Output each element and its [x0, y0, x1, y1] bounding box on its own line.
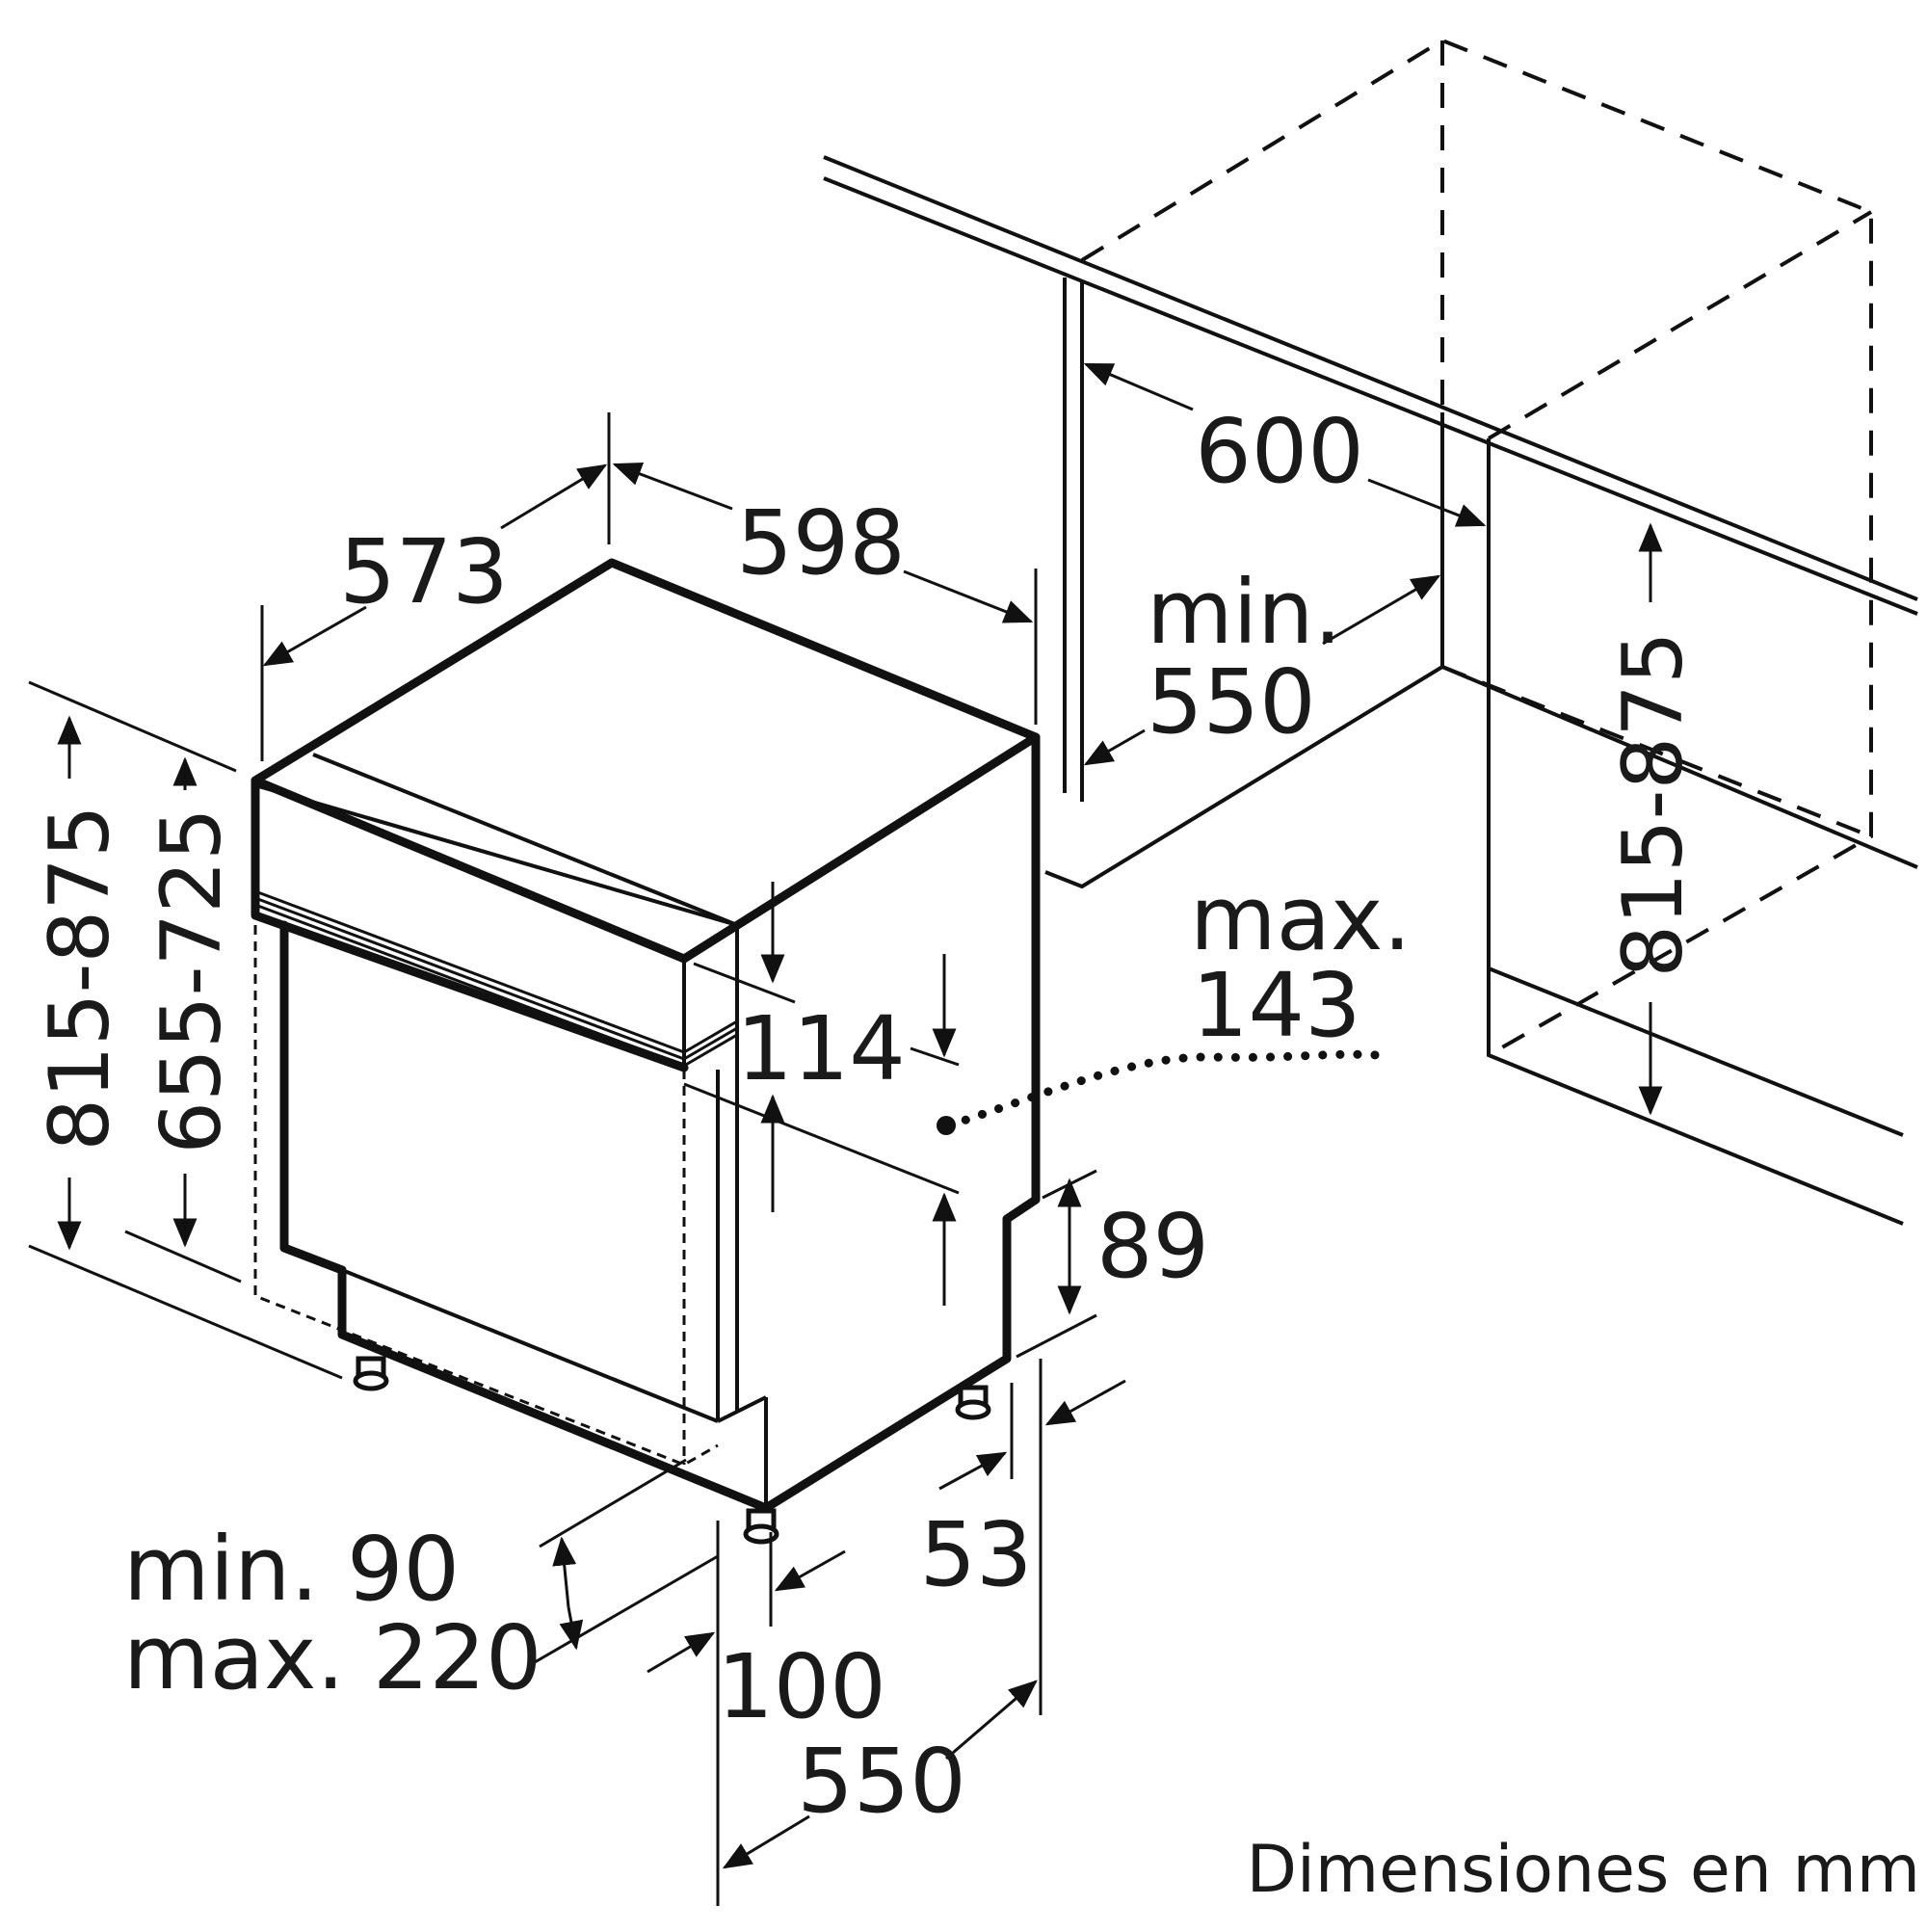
dim-min-550: 550 — [1147, 650, 1316, 754]
units-caption: Dimensiones en mm — [1247, 1832, 1920, 1908]
dim-53: 53 — [919, 1503, 1032, 1606]
dim-height-815-875-right: 815-875 — [1605, 631, 1702, 977]
dim-max-143: 143 — [1192, 954, 1361, 1057]
cabinet-niche — [823, 38, 1918, 1226]
dim-min-label: min. — [1147, 561, 1342, 664]
dishwasher-body — [251, 558, 1041, 1545]
foot-icon — [743, 1508, 779, 1545]
dim-max-label: max. — [1190, 867, 1412, 970]
dim-598: 598 — [736, 491, 906, 595]
dim-height-655-725: 655-725 — [144, 807, 240, 1153]
dim-plinth-min-90: min. 90 — [123, 1518, 460, 1621]
dimension-lines — [28, 362, 1663, 1906]
dim-573: 573 — [339, 520, 509, 623]
dim-114: 114 — [736, 997, 906, 1100]
foot-icon — [955, 1385, 991, 1420]
dim-89: 89 — [1096, 1195, 1209, 1298]
dim-height-815-875-left: 815-875 — [32, 805, 128, 1151]
dim-550-depth: 550 — [797, 1730, 966, 1833]
foot-icon — [353, 1356, 389, 1391]
dim-plinth-max-220: max. 220 — [123, 1606, 542, 1709]
dim-100: 100 — [717, 1635, 886, 1738]
dim-600: 600 — [1195, 400, 1364, 503]
dimension-labels: 573 598 600 min. 550 815-875 655-725 815… — [32, 400, 1920, 1908]
